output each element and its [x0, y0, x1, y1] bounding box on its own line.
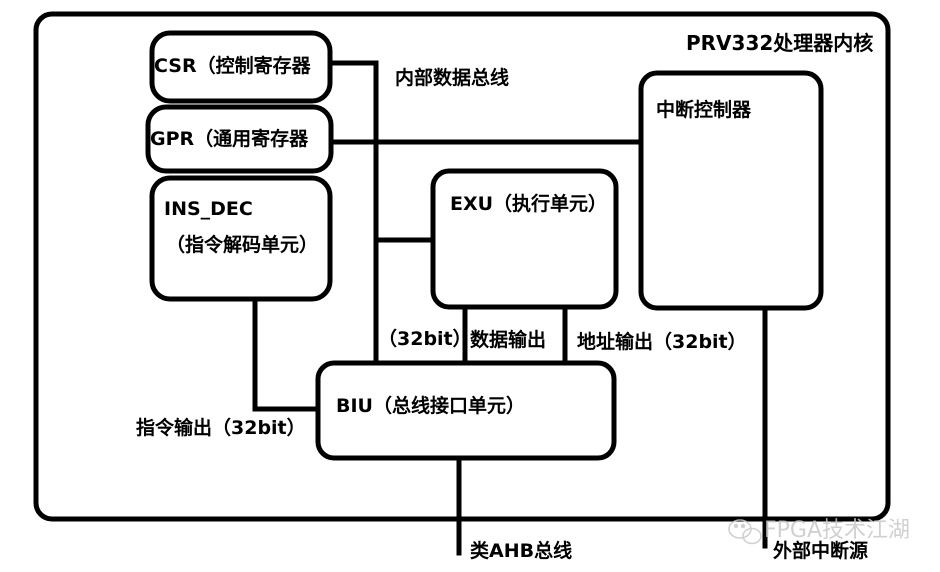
exu-block: [430, 168, 619, 310]
ins-dec-sublabel: （指令解码单元）: [166, 233, 318, 256]
watermark: FPGA技术江湖: [728, 518, 910, 545]
internal-bus-label: 内部数据总线: [395, 66, 509, 89]
bit32-label: （32bit）: [378, 327, 472, 350]
csr-label: CSR（控制寄存器: [154, 54, 312, 77]
core-title: PRV332处理器内核: [686, 31, 873, 55]
wechat-icon: [728, 519, 762, 545]
ahb-bus-label: 类AHB总线: [470, 539, 572, 562]
biu-label: BIU（总线接口单元）: [336, 394, 525, 417]
wires: [252, 60, 768, 556]
csr-block: [149, 30, 333, 104]
interrupt-controller-block: [638, 70, 824, 311]
biu-block: [315, 360, 617, 461]
external-interrupt-label: 外部中断源: [773, 539, 868, 562]
gpr-block: [145, 104, 334, 174]
instr-out-label: 指令输出（32bit）: [136, 416, 306, 439]
data-out-label: 数据输出: [470, 328, 546, 351]
gpr-label: GPR（通用寄存器: [150, 127, 309, 150]
ins-dec-label: INS_DEC: [164, 198, 253, 220]
watermark-text: FPGA技术江湖: [764, 518, 910, 543]
addr-out-label: 地址输出（32bit）: [577, 330, 747, 353]
exu-label: EXU（执行单元）: [450, 192, 607, 215]
interrupt-controller-label: 中断控制器: [656, 98, 752, 121]
ins-dec-block: [149, 175, 333, 302]
